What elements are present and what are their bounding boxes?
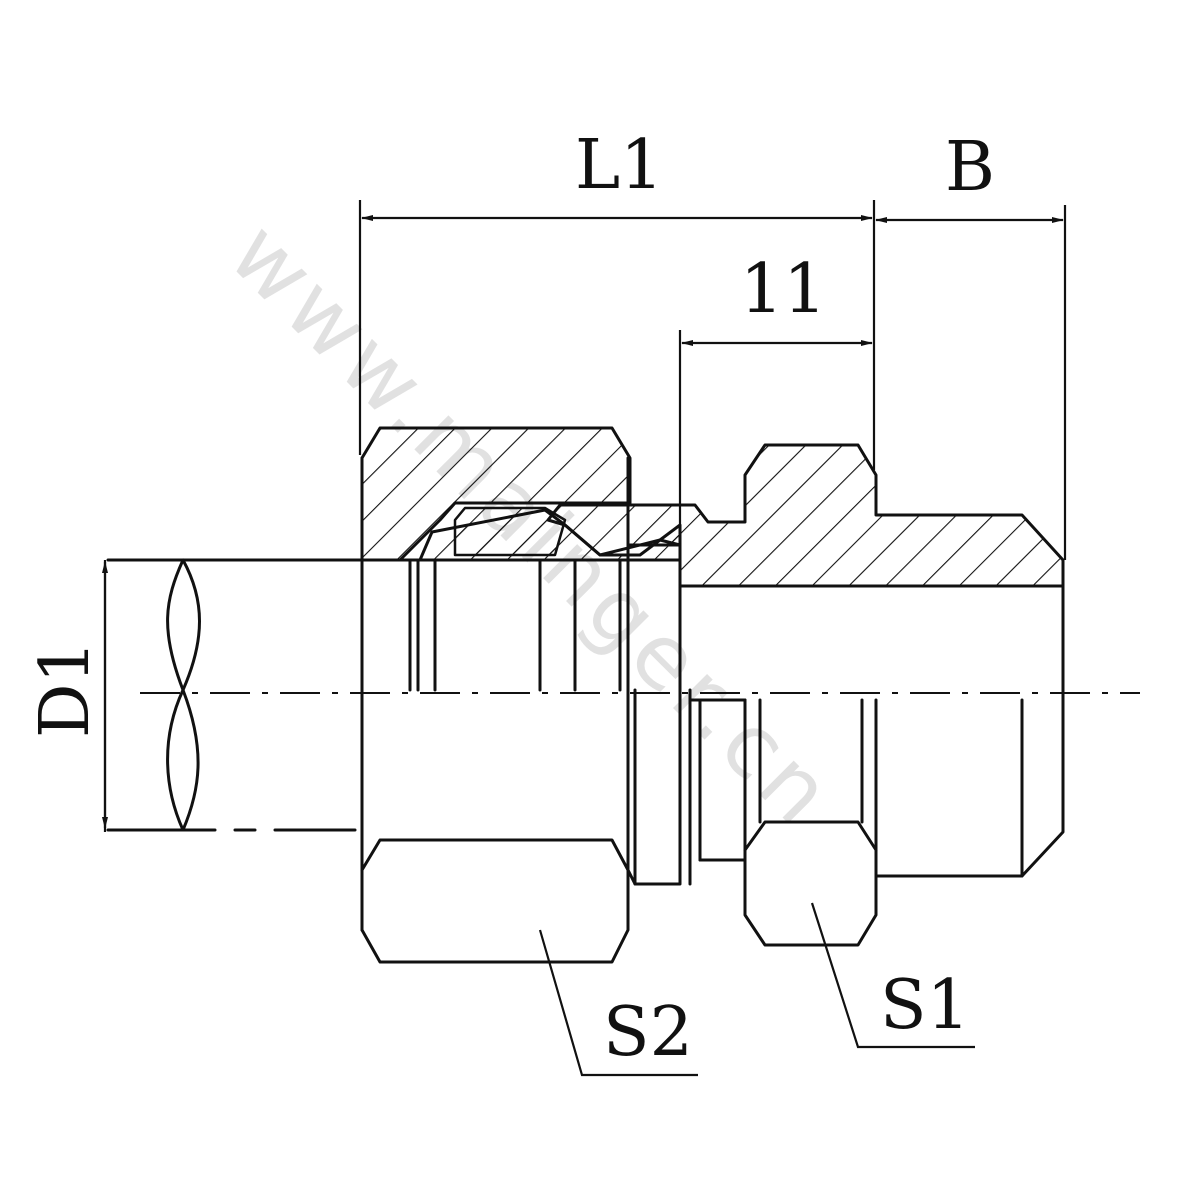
hex-s1-outline xyxy=(743,698,878,947)
label-l11: 11 xyxy=(740,250,827,329)
leader-s1 xyxy=(810,902,975,1049)
label-b: B xyxy=(945,128,995,207)
label-l1: L1 xyxy=(575,126,663,205)
leader-s2 xyxy=(538,929,698,1077)
label-d1: D1 xyxy=(26,640,105,738)
tube-break xyxy=(166,558,200,832)
body-cone-section xyxy=(453,506,567,557)
thread-end-outline xyxy=(874,584,1065,878)
body-section xyxy=(546,443,1065,588)
body-collar xyxy=(626,543,682,886)
label-s2: S2 xyxy=(603,993,693,1072)
label-s1: S1 xyxy=(880,966,970,1045)
